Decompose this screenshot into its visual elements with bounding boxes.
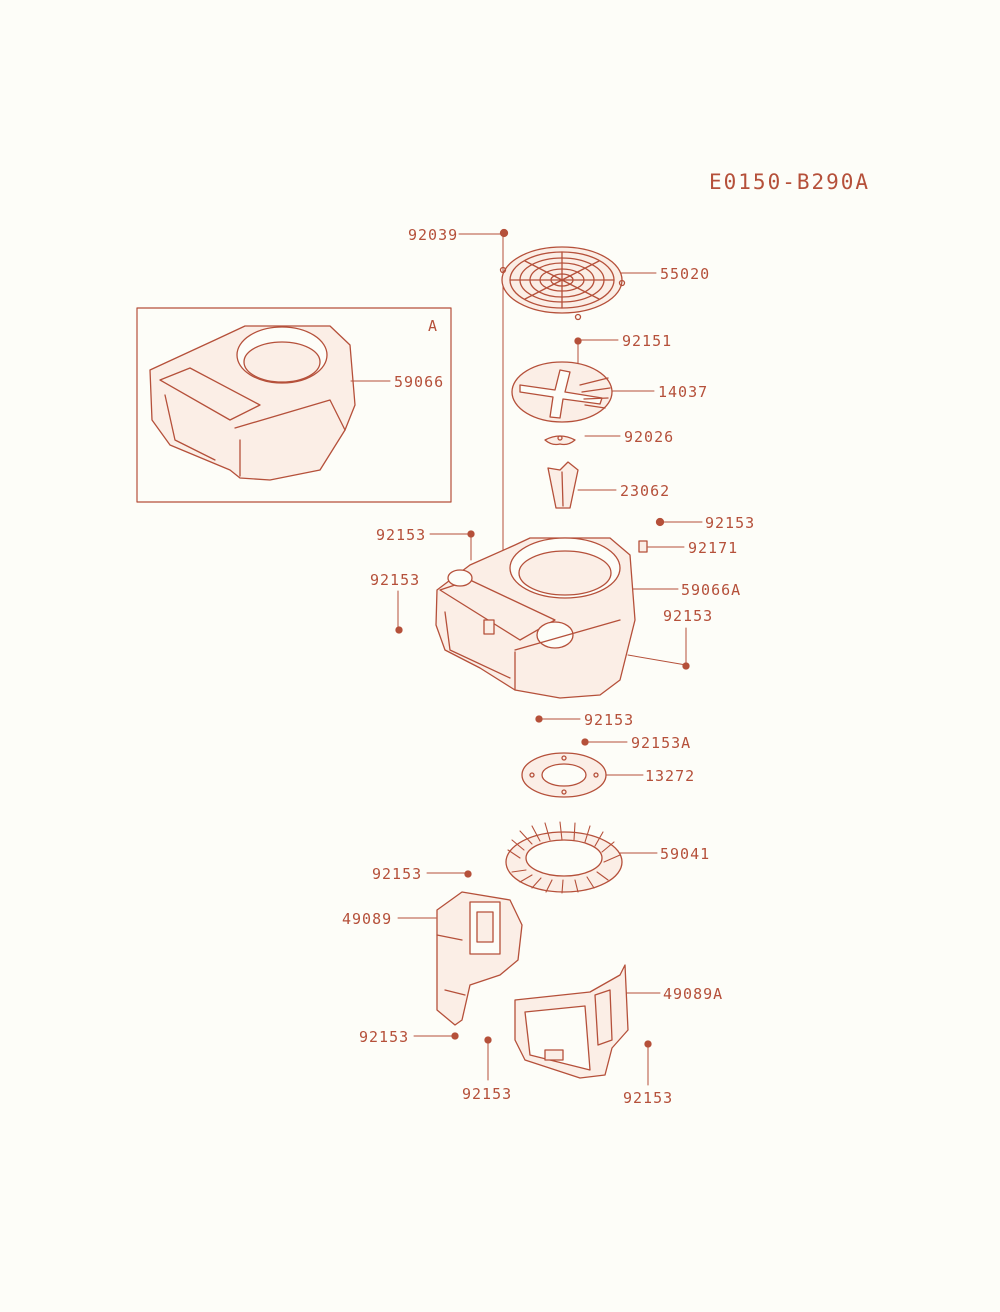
bolt-92153-bottom-drawing	[535, 715, 543, 723]
fan-14037-drawing	[511, 361, 613, 423]
clip-92026-drawing	[544, 435, 576, 446]
part-label-92153-lower-right[interactable]: 92153	[623, 1089, 674, 1107]
bolt-92153-lower-mid-drawing	[484, 1036, 492, 1044]
plate-13272-drawing	[521, 752, 607, 798]
leader-lines	[350, 233, 703, 1086]
part-label-13272[interactable]: 13272	[645, 767, 696, 785]
bolt-92153-upper-left-drawing	[467, 530, 475, 538]
fan-59041-drawing	[505, 821, 623, 894]
bolt-92153-cover-top-drawing	[464, 870, 472, 878]
part-label-92026[interactable]: 92026	[624, 428, 675, 446]
part-label-59041[interactable]: 59041	[660, 845, 711, 863]
shroud-59066-drawing	[149, 325, 356, 481]
part-label-23062[interactable]: 23062	[620, 482, 671, 500]
part-label-92153-left[interactable]: 92153	[370, 571, 421, 589]
guide-23062-drawing	[547, 461, 579, 509]
shroud-59066A-drawing	[435, 537, 636, 699]
part-label-49089A[interactable]: 49089A	[663, 985, 724, 1003]
bolt-92153-left-drawing	[395, 626, 403, 634]
part-label-55020[interactable]: 55020	[660, 265, 711, 283]
part-label-92153-cover-bottom[interactable]: 92153	[359, 1028, 410, 1046]
part-label-92151[interactable]: 92151	[622, 332, 673, 350]
inset-letter: A	[428, 317, 439, 335]
part-label-59066A[interactable]: 59066A	[681, 581, 742, 599]
inset-frame	[136, 307, 452, 503]
part-label-92153A[interactable]: 92153A	[631, 734, 692, 752]
part-label-92153-cover-top[interactable]: 92153	[372, 865, 423, 883]
part-92171-drawing	[638, 540, 648, 553]
part-label-92153-bottom[interactable]: 92153	[584, 711, 635, 729]
part-label-92039[interactable]: 92039	[408, 226, 459, 244]
bolt-92153-lower-right-drawing	[644, 1040, 652, 1048]
bolt-92153-right-drawing	[682, 662, 690, 670]
cover-49089-drawing	[436, 891, 523, 1026]
part-label-92153-right[interactable]: 92153	[663, 607, 714, 625]
bolt-92153-cover-bottom-drawing	[451, 1032, 459, 1040]
part-label-92153-lower-mid[interactable]: 92153	[462, 1085, 513, 1103]
bolt-92153A-drawing	[581, 738, 589, 746]
screw-92039-drawing	[499, 228, 509, 238]
part-label-14037[interactable]: 14037	[658, 383, 709, 401]
cover-49089A-drawing	[514, 964, 629, 1079]
part-label-49089[interactable]: 49089	[342, 910, 393, 928]
part-label-92171[interactable]: 92171	[688, 539, 739, 557]
diagram-code: E0150-B290A	[709, 170, 871, 194]
part-label-92153-upper-right[interactable]: 92153	[705, 514, 756, 532]
bolt-92153-upper-right-drawing	[655, 517, 665, 527]
part-label-92153-upper-left[interactable]: 92153	[376, 526, 427, 544]
bolt-92151-drawing	[574, 337, 582, 345]
part-label-59066[interactable]: 59066	[394, 373, 445, 391]
screen-55020-drawing	[499, 246, 626, 321]
